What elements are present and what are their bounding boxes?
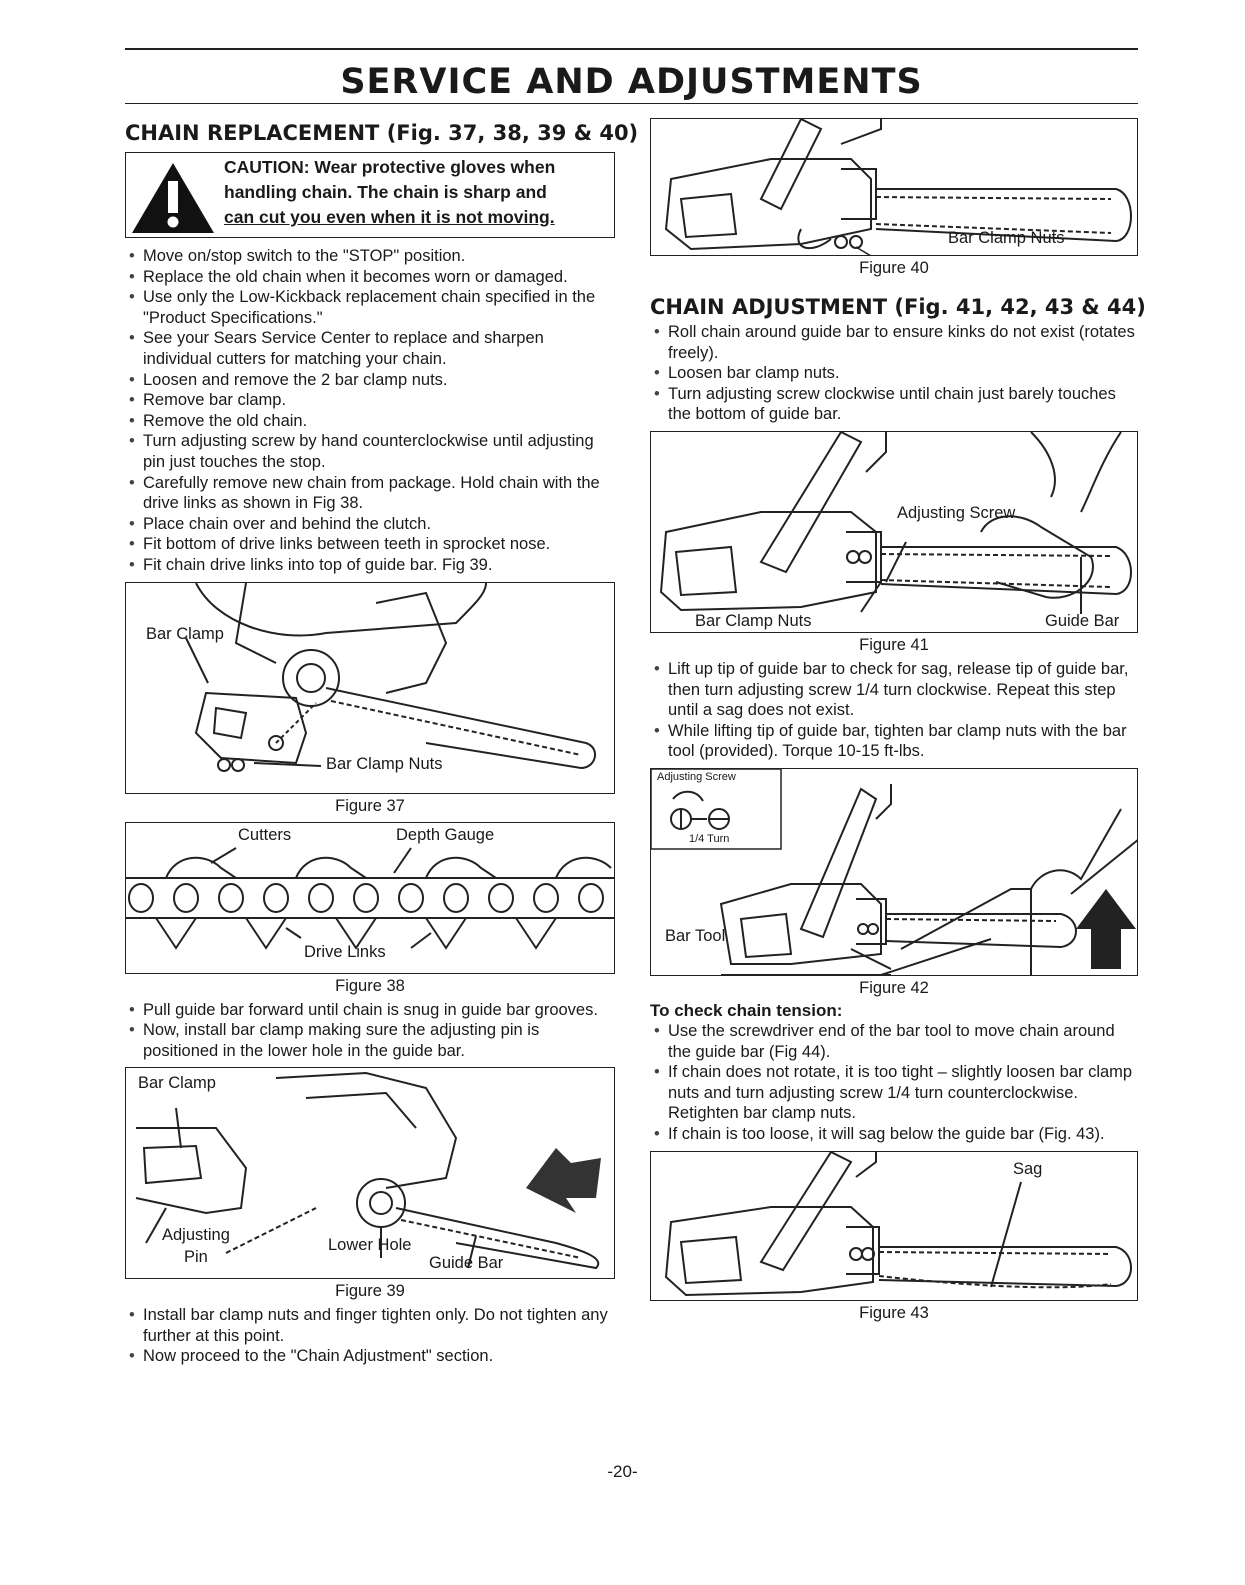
label-guide-bar: Guide Bar xyxy=(1045,611,1120,630)
label-sag: Sag xyxy=(1013,1159,1043,1178)
list-item: Fit bottom of drive links between teeth … xyxy=(125,534,615,555)
list-item: Remove the old chain. xyxy=(125,411,615,432)
figure-40: Bar Clamp Nuts Bar Clamp Nuts xyxy=(650,118,1138,256)
list-item: Turn adjusting screw clockwise until cha… xyxy=(650,384,1138,425)
list-item: If chain does not rotate, it is too tigh… xyxy=(650,1062,1138,1124)
caution-line: handling chain. The chain is sharp and xyxy=(224,182,547,202)
list-item: Loosen and remove the 2 bar clamp nuts. xyxy=(125,370,615,391)
figure-39-caption: Figure 39 xyxy=(335,1282,405,1301)
list-item: Fit chain drive links into top of guide … xyxy=(125,555,615,576)
figure-42-illustration xyxy=(651,768,1137,975)
list-item: Pull guide bar forward until chain is sn… xyxy=(125,1000,615,1021)
label-quarter-turn: 1/4 Turn xyxy=(689,832,730,845)
list-item: Carefully remove new chain from package.… xyxy=(125,473,615,514)
label-bar-clamp-nuts: Bar Clamp Nuts xyxy=(948,229,1065,247)
list-item: While lifting tip of guide bar, tighten … xyxy=(650,721,1138,762)
label-guide-bar: Guide Bar xyxy=(429,1254,504,1273)
list-item: Turn adjusting screw by hand countercloc… xyxy=(125,431,615,472)
figure-42: Adjusting Screw 1/4 Turn Bar Tool xyxy=(650,767,1138,976)
list-item: Replace the old chain when it becomes wo… xyxy=(125,267,615,288)
figure-41: Adjusting Screw Bar Clamp Nuts Guide Bar xyxy=(650,430,1138,633)
list-item: Use the screwdriver end of the bar tool … xyxy=(650,1021,1138,1062)
list-item: Now, install bar clamp making sure the a… xyxy=(125,1020,615,1061)
replacement-steps-1: Move on/stop switch to the "STOP" positi… xyxy=(125,246,615,576)
figure-41-caption: Figure 41 xyxy=(859,635,929,654)
figure-43-caption: Figure 43 xyxy=(859,1303,929,1322)
tension-steps: Use the screwdriver end of the bar tool … xyxy=(650,1021,1138,1145)
figure-43-illustration xyxy=(664,1151,1132,1296)
top-rule xyxy=(125,48,1138,50)
label-adjusting: Adjusting xyxy=(162,1226,230,1245)
list-item: If chain is too loose, it will sag below… xyxy=(650,1124,1138,1145)
figure-41-illustration xyxy=(659,431,1132,614)
chain-adjustment-heading: CHAIN ADJUSTMENT (Fig. 41, 42, 43 & 44) xyxy=(650,295,1146,319)
list-item: Loosen bar clamp nuts. xyxy=(650,363,1138,384)
list-item: Lift up tip of guide bar to check for sa… xyxy=(650,659,1138,721)
replacement-steps-3: Install bar clamp nuts and finger tighte… xyxy=(125,1305,615,1367)
warning-icon xyxy=(132,163,214,233)
adjustment-steps-1: Roll chain around guide bar to ensure ki… xyxy=(650,322,1138,425)
label-adjusting-screw: Adjusting Screw xyxy=(897,503,1016,522)
label-adjusting-screw: Adjusting Screw xyxy=(657,770,736,783)
label-bar-tool: Bar Tool xyxy=(665,926,726,945)
page-number: -20- xyxy=(607,1462,638,1481)
chain-replacement-heading: CHAIN REPLACEMENT (Fig. 37, 38, 39 & 40) xyxy=(125,121,639,145)
right-column: Bar Clamp Nuts Bar Clamp Nuts Figure 40 … xyxy=(650,118,1146,1327)
label-cutters: Cutters xyxy=(238,825,292,844)
list-item: Remove bar clamp. xyxy=(125,390,615,411)
caution-line: CAUTION: Wear protective gloves when xyxy=(224,157,556,177)
figure-40-illustration xyxy=(664,119,1132,255)
caution-box: CAUTION: Wear protective gloves when han… xyxy=(125,152,615,238)
adjustment-steps-2: Lift up tip of guide bar to check for sa… xyxy=(650,659,1138,762)
title-underline xyxy=(125,103,1138,104)
label-bar-clamp-nuts: Bar Clamp Nuts xyxy=(326,754,443,773)
list-item: Use only the Low-Kickback replacement ch… xyxy=(125,287,615,328)
list-item: Roll chain around guide bar to ensure ki… xyxy=(650,322,1138,363)
list-item: See your Sears Service Center to replace… xyxy=(125,328,615,369)
list-item: Place chain over and behind the clutch. xyxy=(125,514,615,535)
label-bar-clamp: Bar Clamp xyxy=(146,624,224,643)
figure-38-caption: Figure 38 xyxy=(335,976,405,995)
label-lower-hole: Lower Hole xyxy=(328,1236,412,1255)
figure-43: Sag xyxy=(650,1150,1138,1301)
figure-37-illustration xyxy=(185,582,596,772)
figure-38-illustration xyxy=(126,846,614,950)
caution-line: can cut you even when it is not moving. xyxy=(224,207,555,227)
page-title: SERVICE AND ADJUSTMENTS xyxy=(340,62,923,102)
replacement-steps-2: Pull guide bar forward until chain is sn… xyxy=(125,1000,615,1062)
list-item: Install bar clamp nuts and finger tighte… xyxy=(125,1305,615,1346)
figure-40-caption: Figure 40 xyxy=(859,259,929,277)
label-bar-clamp: Bar Clamp xyxy=(138,1074,216,1093)
figure-42-caption: Figure 42 xyxy=(859,978,929,997)
left-column: CHAIN REPLACEMENT (Fig. 37, 38, 39 & 40)… xyxy=(125,120,639,1367)
figure-39-illustration xyxy=(135,1072,601,1270)
figure-37-caption: Figure 37 xyxy=(335,796,405,815)
tension-heading: To check chain tension: xyxy=(650,1000,843,1020)
label-bar-clamp-nuts: Bar Clamp Nuts xyxy=(695,611,812,630)
label-drive-links: Drive Links xyxy=(304,942,386,961)
label-depth-gauge: Depth Gauge xyxy=(396,825,495,844)
list-item: Move on/stop switch to the "STOP" positi… xyxy=(125,246,615,267)
figure-37: Bar Clamp Bar Clamp Nuts xyxy=(125,581,615,794)
caution-text: CAUTION: Wear protective gloves when han… xyxy=(224,155,608,230)
list-item: Now proceed to the "Chain Adjustment" se… xyxy=(125,1346,615,1367)
figure-39: Bar Clamp Adjusting Pin Lower Hole Guide… xyxy=(125,1067,615,1280)
figure-38: Cutters Depth Gauge Drive Links xyxy=(125,821,615,974)
label-pin: Pin xyxy=(184,1248,208,1267)
